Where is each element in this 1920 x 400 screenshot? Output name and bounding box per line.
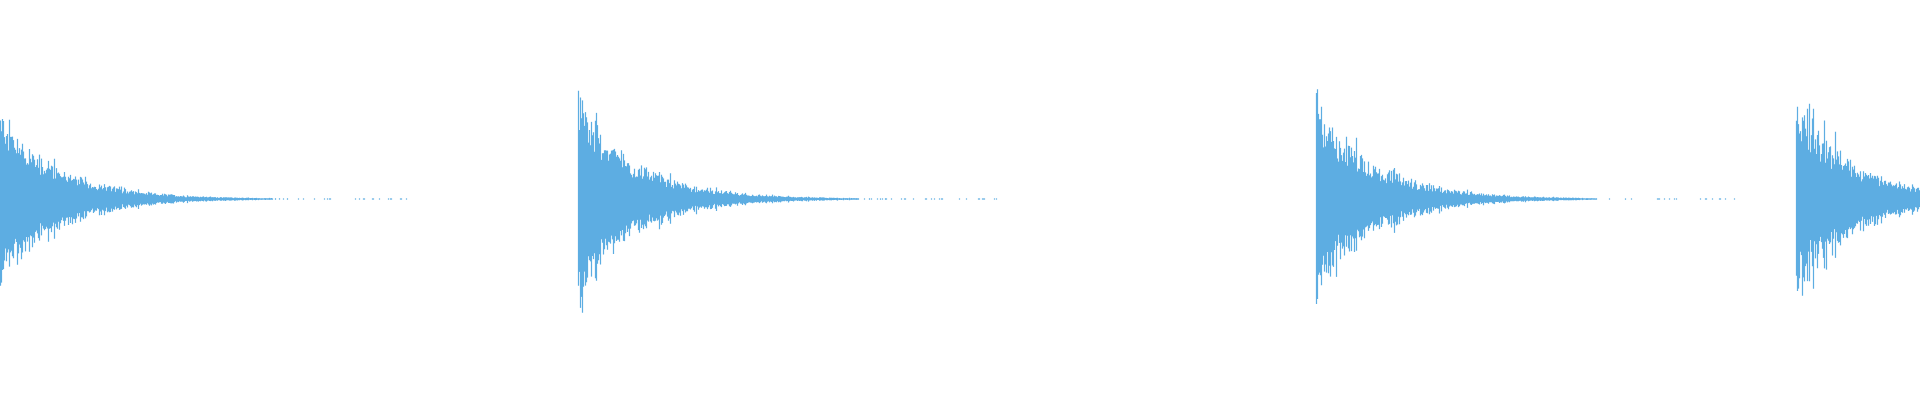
waveform-burst-path [1315, 89, 1736, 304]
waveform-burst-path [1795, 103, 1920, 296]
waveform-burst [577, 90, 998, 313]
waveform-burst-path [577, 90, 998, 313]
waveform-burst-path [0, 119, 408, 286]
waveform-burst [0, 119, 408, 286]
waveform-burst [1315, 89, 1736, 304]
waveform-burst [1795, 103, 1920, 296]
